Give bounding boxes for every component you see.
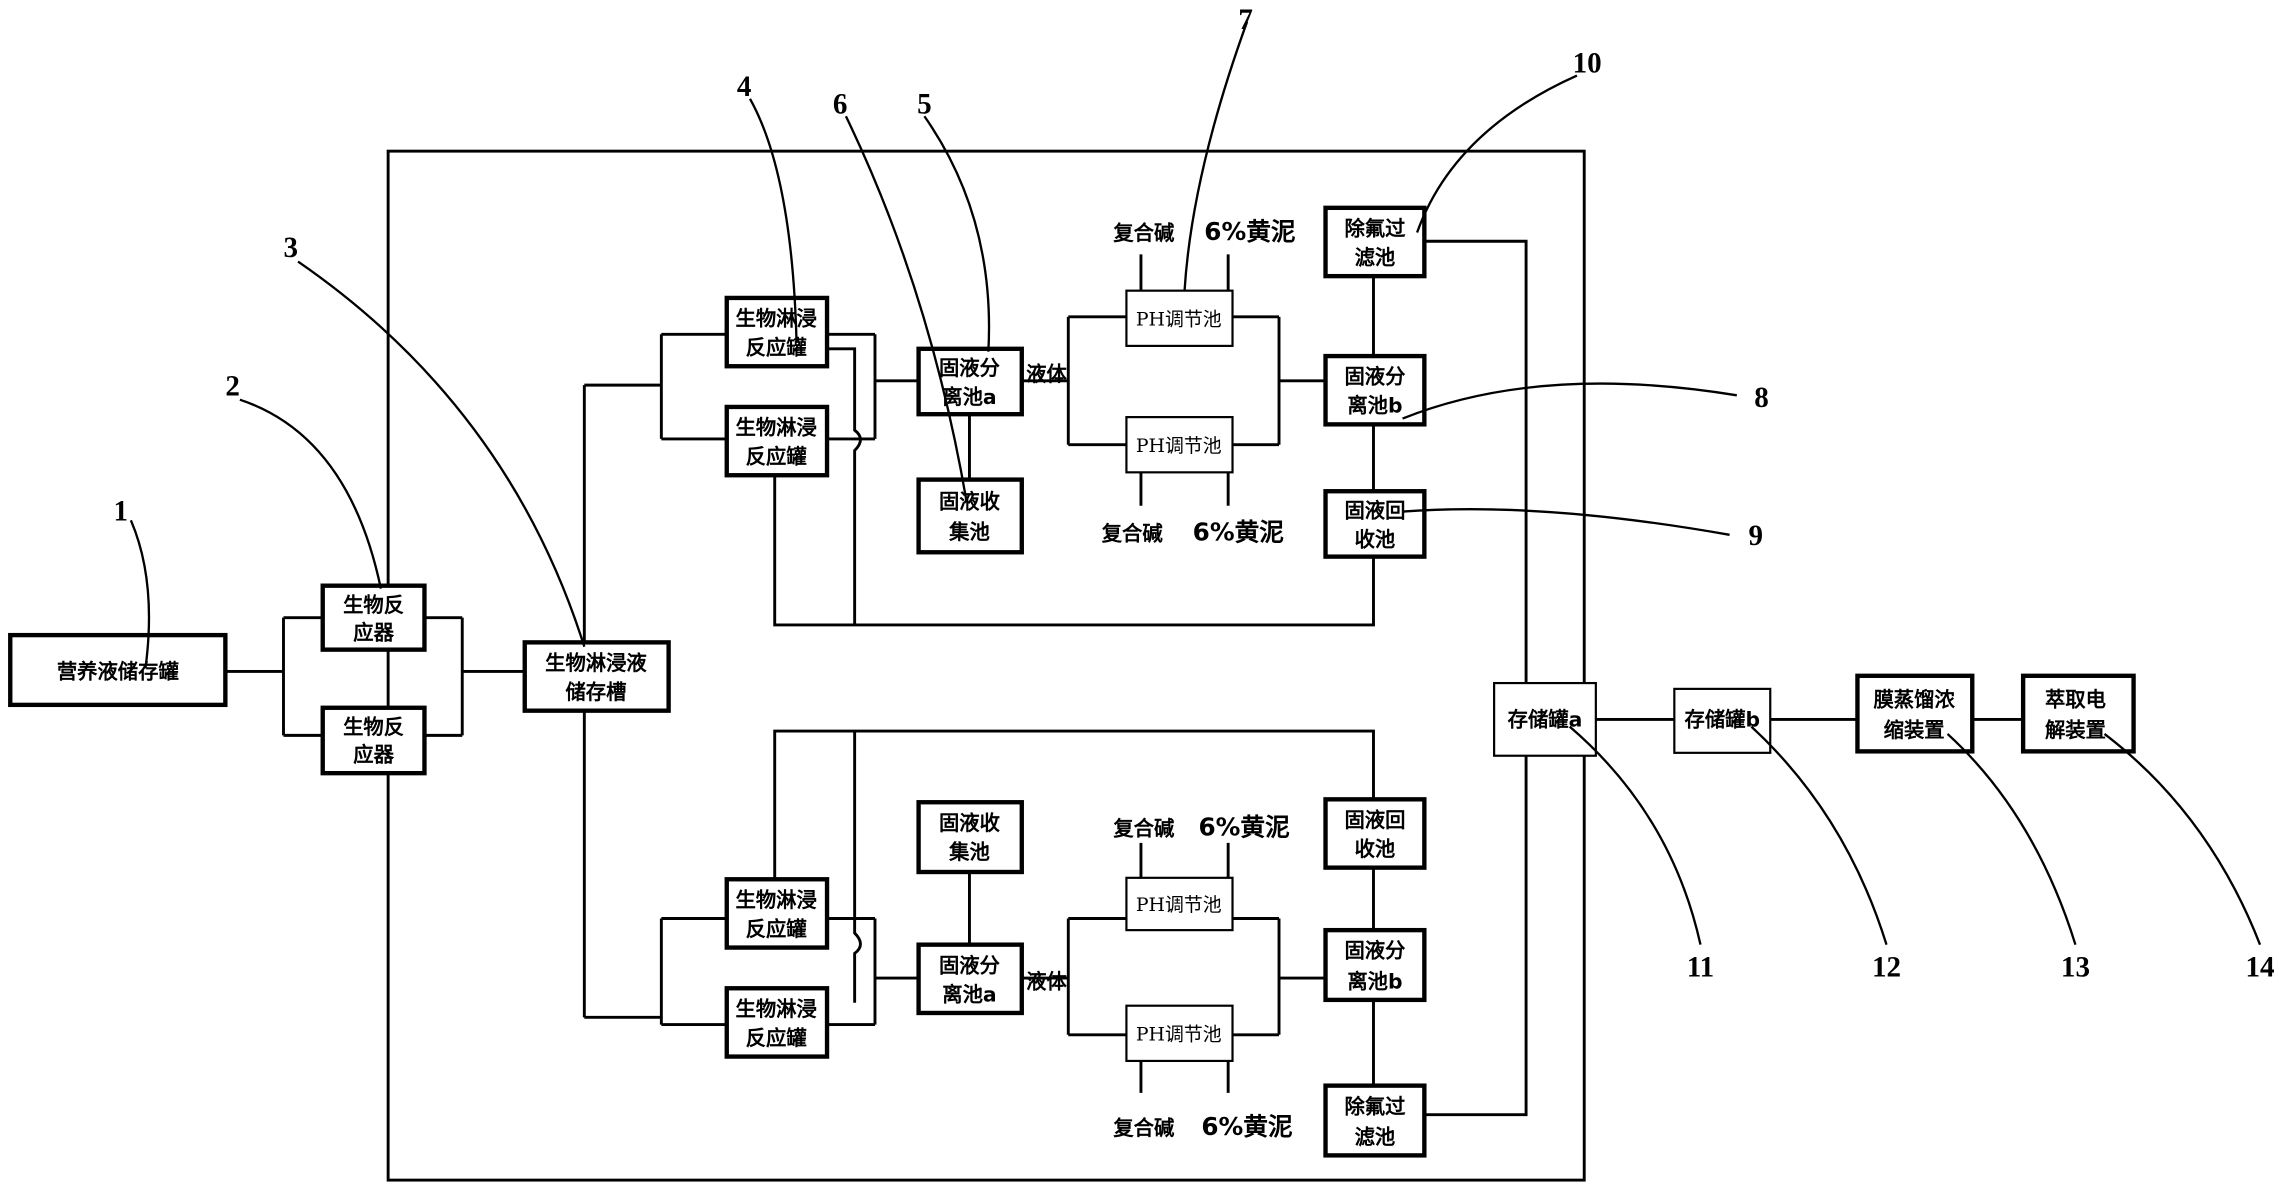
svg-text:生物淋浸: 生物淋浸 bbox=[736, 307, 817, 331]
ref-10: 10 bbox=[1573, 48, 1602, 80]
svg-text:离池a: 离池a bbox=[942, 385, 996, 409]
alkali-label: 复合碱 bbox=[1112, 817, 1175, 841]
svg-text:固液回: 固液回 bbox=[1344, 808, 1405, 832]
ref-14: 14 bbox=[2245, 952, 2274, 984]
ref-5: 5 bbox=[917, 88, 932, 120]
svg-text:缩装置: 缩装置 bbox=[1884, 718, 1945, 742]
ph-pool-bottom-2: PH调节池 bbox=[1125, 1004, 1234, 1063]
svg-text:生物淋浸: 生物淋浸 bbox=[736, 416, 817, 440]
svg-text:固液分: 固液分 bbox=[939, 953, 1001, 977]
svg-text:反应罐: 反应罐 bbox=[746, 445, 808, 469]
ph-pool-top-2: PH调节池 bbox=[1125, 416, 1234, 474]
svg-text:除氟过: 除氟过 bbox=[1344, 1094, 1406, 1118]
svg-text:反应罐: 反应罐 bbox=[746, 1026, 808, 1050]
svg-text:PH调节池: PH调节池 bbox=[1136, 309, 1222, 331]
svg-text:生物淋浸: 生物淋浸 bbox=[736, 997, 817, 1021]
svg-text:储存槽: 储存槽 bbox=[565, 680, 626, 704]
svg-text:除氟过: 除氟过 bbox=[1344, 216, 1406, 240]
liquid-label-top: 液体 bbox=[1026, 362, 1067, 386]
nutrient-tank: 营养液储存罐 bbox=[8, 632, 228, 708]
ph-pool-bottom-1: PH调节池 bbox=[1125, 876, 1234, 932]
svg-text:PH调节池: PH调节池 bbox=[1136, 1024, 1222, 1046]
clay-label: 6%黄泥 bbox=[1198, 813, 1290, 842]
svg-text:固液回: 固液回 bbox=[1344, 498, 1405, 522]
svg-text:集池: 集池 bbox=[948, 840, 990, 864]
ref-13: 13 bbox=[2061, 952, 2090, 984]
svg-text:生物反: 生物反 bbox=[343, 715, 404, 739]
storage-tank-a: 存储罐a bbox=[1493, 681, 1597, 757]
clay-label: 6%黄泥 bbox=[1201, 1112, 1293, 1141]
ref-9: 9 bbox=[1748, 520, 1763, 552]
ref-11: 11 bbox=[1687, 952, 1714, 984]
svg-text:固液分: 固液分 bbox=[939, 356, 1001, 380]
ref-2: 2 bbox=[225, 370, 240, 402]
svg-text:收池: 收池 bbox=[1355, 527, 1396, 551]
svg-text:生物淋浸: 生物淋浸 bbox=[736, 888, 817, 912]
svg-text:生物反: 生物反 bbox=[343, 593, 404, 617]
connectors bbox=[225, 239, 2024, 1117]
ref-1: 1 bbox=[113, 495, 128, 527]
svg-text:集池: 集池 bbox=[948, 520, 990, 544]
alkali-label: 复合碱 bbox=[1112, 1116, 1175, 1140]
svg-text:固液分: 固液分 bbox=[1344, 939, 1406, 963]
ref-7: 7 bbox=[1238, 4, 1253, 36]
svg-text:应器: 应器 bbox=[353, 743, 394, 767]
liquid-label-bottom: 液体 bbox=[1026, 969, 1067, 993]
ref-12: 12 bbox=[1872, 952, 1901, 984]
svg-text:离池a: 离池a bbox=[942, 982, 996, 1006]
svg-text:反应罐: 反应罐 bbox=[746, 917, 808, 941]
clay-label: 6%黄泥 bbox=[1193, 518, 1285, 547]
svg-text:离池b: 离池b bbox=[1347, 394, 1402, 418]
clay-label: 6%黄泥 bbox=[1204, 217, 1296, 246]
svg-text:萃取电: 萃取电 bbox=[2045, 687, 2106, 711]
svg-text:PH调节池: PH调节池 bbox=[1136, 435, 1222, 457]
svg-text:营养液储存罐: 营养液储存罐 bbox=[57, 660, 180, 684]
ref-3: 3 bbox=[283, 232, 298, 264]
svg-text:PH调节池: PH调节池 bbox=[1136, 894, 1222, 916]
svg-text:滤池: 滤池 bbox=[1355, 246, 1396, 270]
alkali-label: 复合碱 bbox=[1112, 221, 1175, 245]
alkali-label: 复合碱 bbox=[1101, 522, 1164, 546]
ref-4: 4 bbox=[737, 71, 752, 103]
svg-text:解装置: 解装置 bbox=[2045, 718, 2106, 742]
svg-text:反应罐: 反应罐 bbox=[746, 336, 808, 360]
ref-6: 6 bbox=[833, 88, 848, 120]
svg-text:固液分: 固液分 bbox=[1344, 365, 1406, 389]
svg-text:应器: 应器 bbox=[353, 620, 394, 644]
svg-text:收池: 收池 bbox=[1355, 837, 1396, 861]
svg-text:固液收: 固液收 bbox=[939, 811, 1001, 835]
svg-text:固液收: 固液收 bbox=[939, 490, 1001, 514]
svg-text:生物淋浸液: 生物淋浸液 bbox=[545, 651, 647, 675]
svg-text:滤池: 滤池 bbox=[1355, 1125, 1396, 1149]
leader-lines bbox=[129, 21, 2262, 946]
ref-8: 8 bbox=[1754, 382, 1769, 414]
svg-text:存储罐b: 存储罐b bbox=[1685, 708, 1761, 732]
ph-pool-top-1: PH调节池 bbox=[1125, 289, 1234, 347]
svg-text:膜蒸馏浓: 膜蒸馏浓 bbox=[1872, 687, 1955, 711]
svg-text:离池b: 离池b bbox=[1347, 969, 1402, 993]
outer-loop bbox=[386, 149, 1586, 1182]
storage-tank-b: 存储罐b bbox=[1673, 687, 1772, 754]
reference-numbers: 1 2 3 4 5 6 7 8 9 10 11 12 13 14 bbox=[113, 4, 2274, 984]
